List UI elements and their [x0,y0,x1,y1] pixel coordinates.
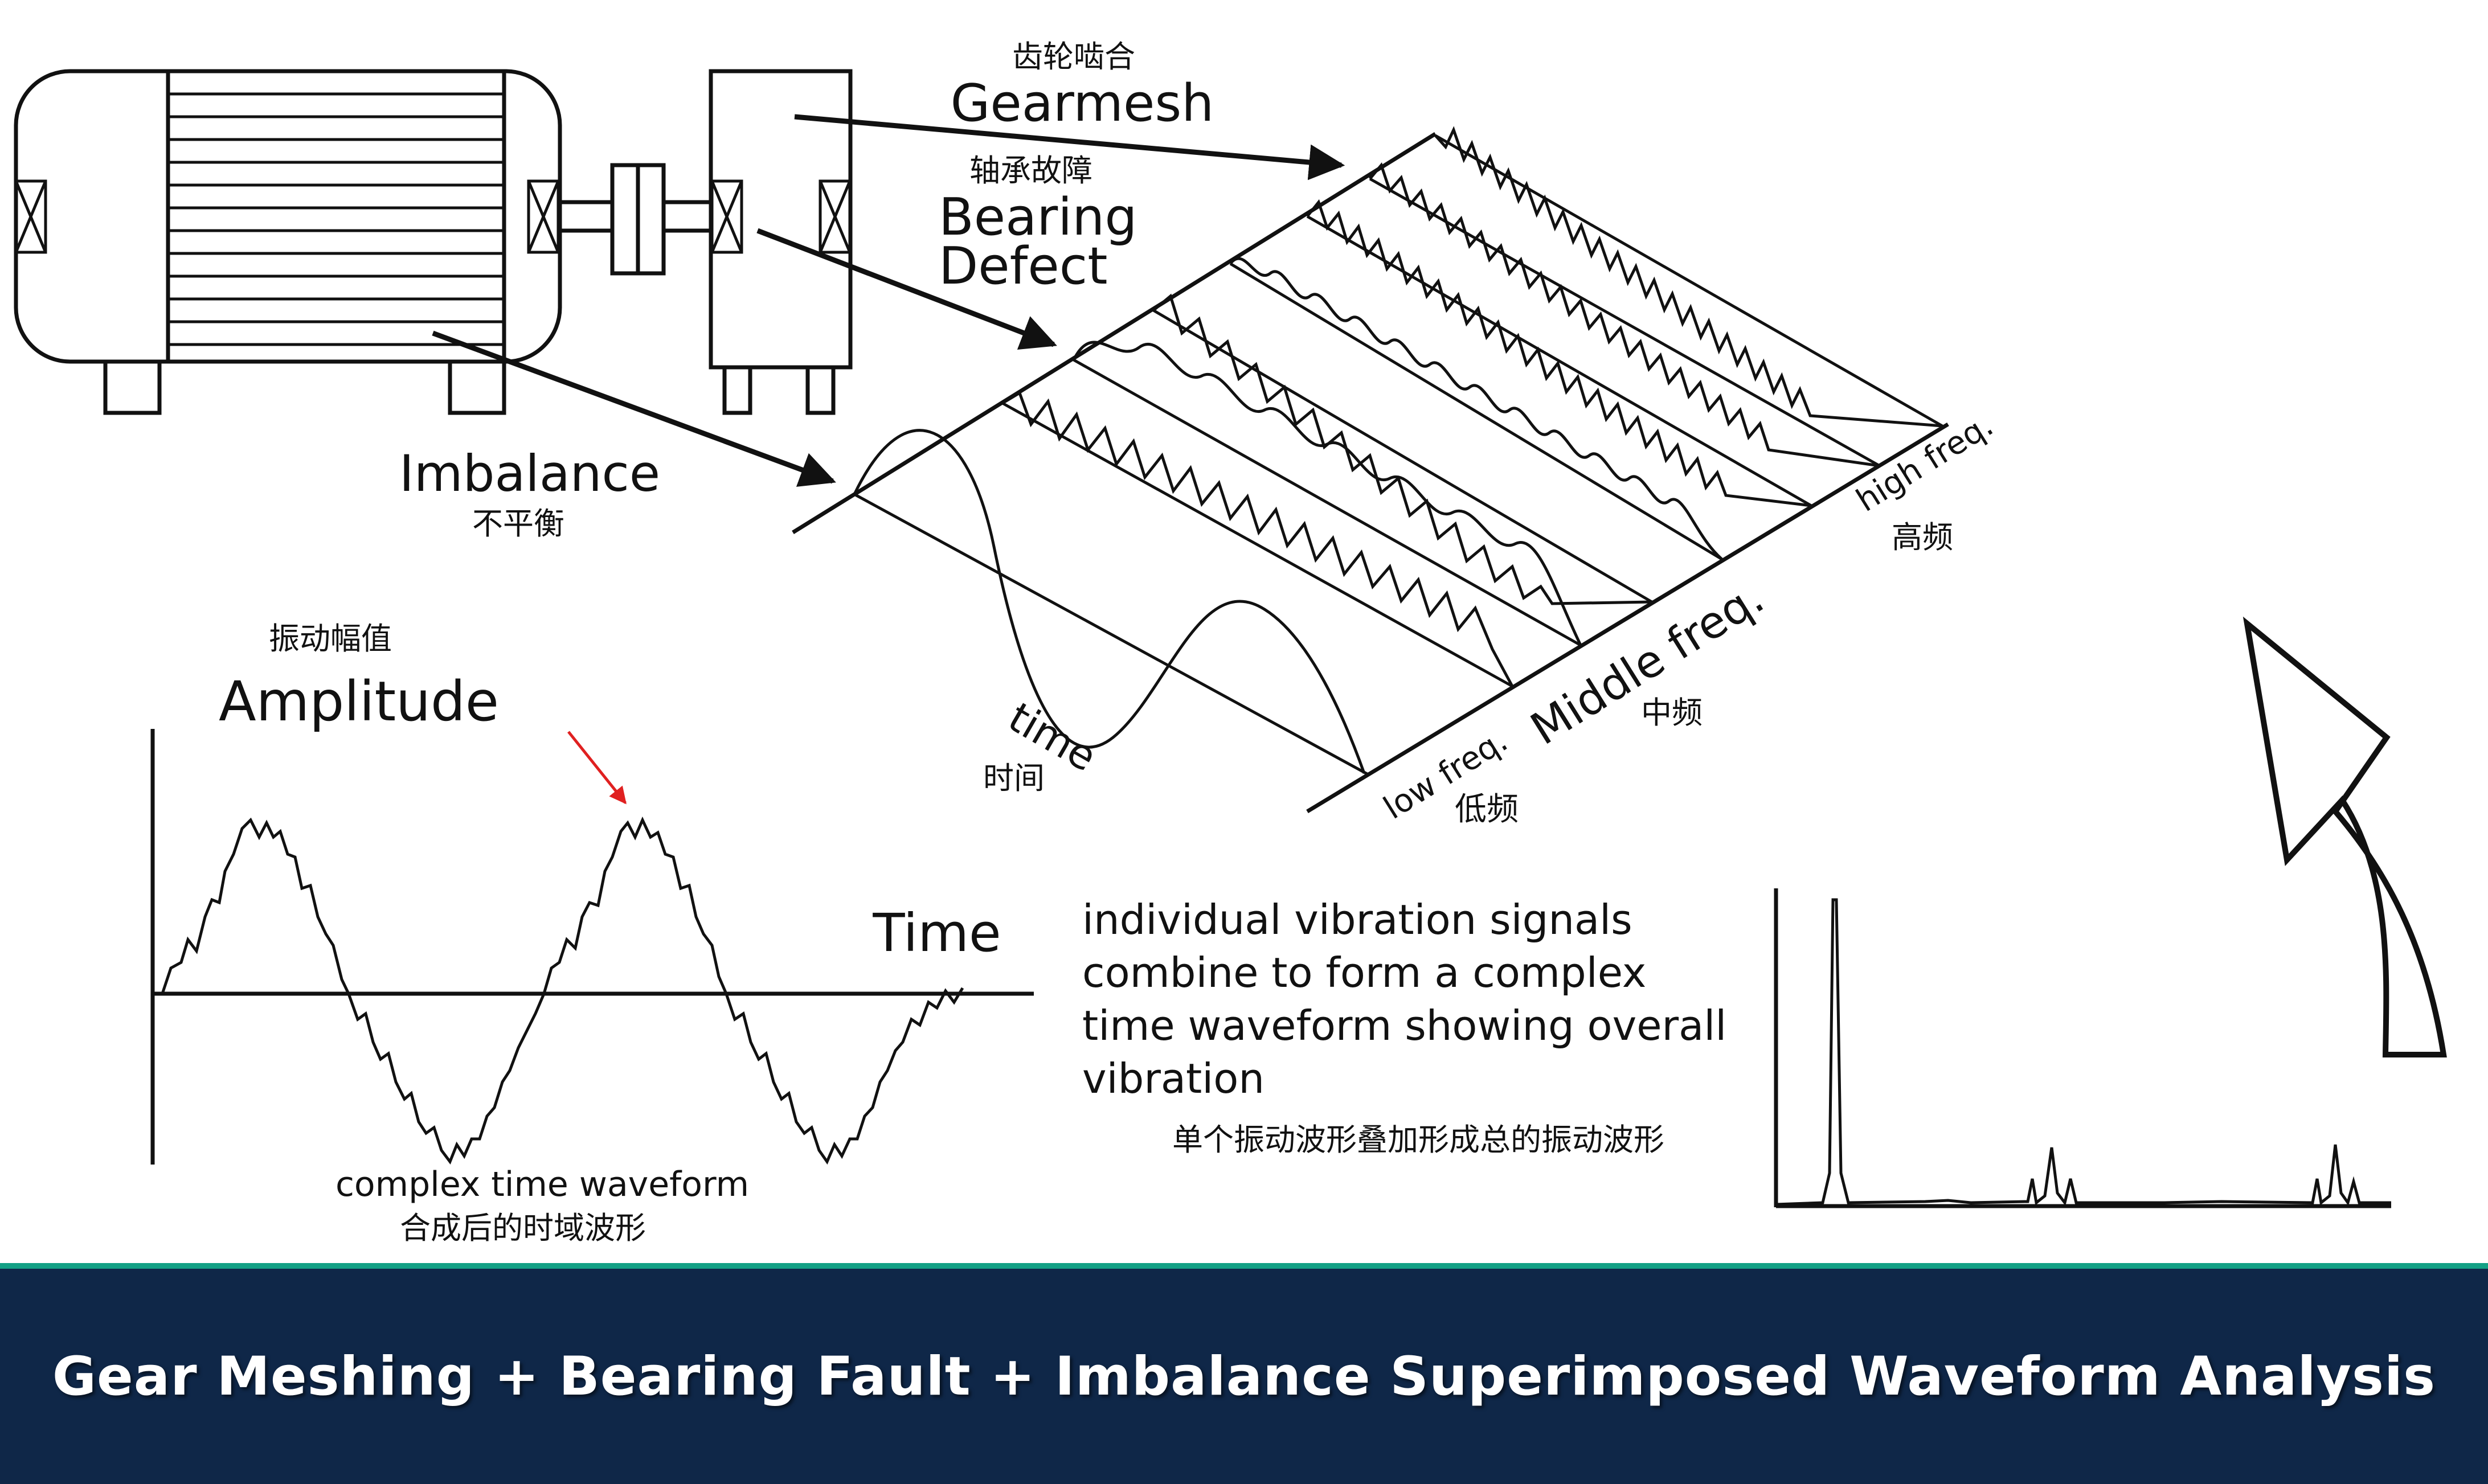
bearing-signal-2 [1072,341,1582,646]
description-line-4: vibration [1082,1055,1265,1102]
spectrum-plot [1774,888,2391,1208]
diagram-canvas: 齿轮啮合 Gearmesh 轴承故障 Bearing Defect Imbala… [14,39,2447,1246]
footer-banner: Gear Meshing + Bearing Fault + Imbalance… [0,1263,2488,1484]
description-line-1: individual vibration signals [1082,896,1632,944]
complex-waveform-label: complex time waveform [335,1165,749,1204]
gearbox-bearing-left [710,179,743,254]
time-diag-label-cn: 时间 [983,760,1045,796]
imbalance-signal [853,429,1366,774]
bearing-signal-1 [1001,391,1514,687]
bearing-signal-4 [1229,257,1723,560]
description-line-2: combine to form a complex [1082,949,1646,997]
footer-title: Gear Meshing + Bearing Fault + Imbalance… [52,1345,2436,1408]
spectrum-trace [1775,898,2391,1206]
motor [14,69,562,415]
waterfall-back-edge [792,132,1437,534]
waterfall-diagram [792,126,1949,813]
description-line-3: time waveform showing overall [1082,1002,1726,1050]
peak-pointer-arrow [567,731,627,805]
description-cn: 单个振动波形叠加形成总的振动波形 [1172,1122,1664,1158]
gearbox-bearing-right [819,179,852,254]
gearbox-foot-left [722,365,752,415]
low-freq-label-cn: 低频 [1455,791,1519,828]
gearmesh-arrow [794,114,1345,181]
bearing-arrow [756,228,1057,350]
gearmesh-label-cn: 齿轮啮合 [1012,39,1135,75]
complex-waveform-plot [150,729,1034,1165]
motor-bearing-right [527,179,560,254]
bearing-signal-3 [1152,293,1652,605]
complex-waveform [161,816,964,1165]
motor-body [14,69,562,364]
motor-laminations [168,92,504,346]
imbalance-label: Imbalance [399,444,660,503]
complex-waveform-label-cn: 合成后的时域波形 [400,1210,646,1246]
motor-bearing-left [14,179,47,254]
bearing-defect-label-cn: 轴承故障 [969,153,1092,188]
gearmesh-signal-3 [1434,126,1943,428]
motor-foot-left [103,359,162,415]
gearmesh-label: Gearmesh [951,73,1214,133]
amplitude-label: Amplitude [219,670,499,733]
gearbox-foot-right [805,365,836,415]
motor-core [166,69,506,364]
gearmesh-signal-2 [1369,162,1880,468]
shaft-coupling [560,163,712,276]
transform-arrow [2243,616,2447,1057]
time-axis-label: Time [872,903,1001,964]
middle-freq-label-cn: 中频 [1641,695,1703,731]
high-freq-label-cn: 高频 [1892,519,1953,555]
defect-label: Defect [939,236,1108,296]
motor-foot-right [448,359,506,415]
gearbox [709,69,853,415]
gearmesh-signal-1 [1306,199,1812,507]
amplitude-label-cn: 振动幅值 [269,621,392,657]
imbalance-label-cn: 不平衡 [472,506,564,542]
gearbox-housing [709,69,853,370]
imbalance-arrow [432,330,836,487]
frequency-axis [1306,423,1949,813]
bearing-label: Bearing [939,187,1137,247]
vibration-diagram: 齿轮啮合 Gearmesh 轴承故障 Bearing Defect Imbala… [14,39,2447,1246]
